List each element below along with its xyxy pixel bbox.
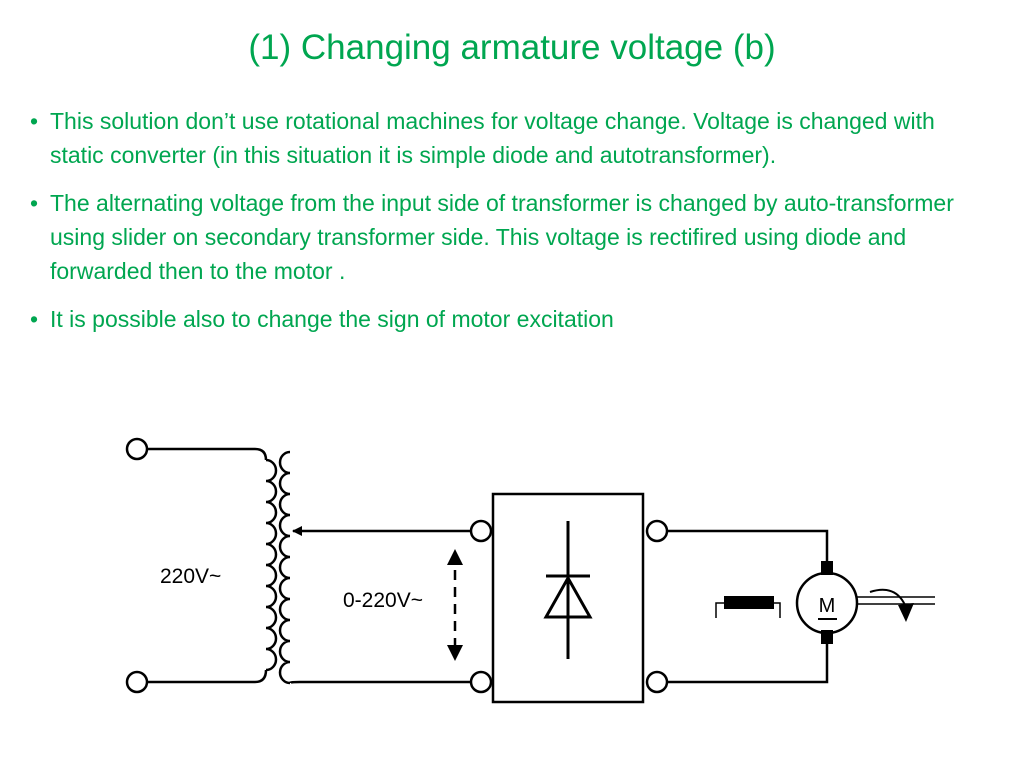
excitation-winding-icon (715, 596, 781, 618)
autotransformer-coil-icon (265, 458, 278, 672)
input-voltage-label: 220V~ (160, 565, 221, 588)
converter-terminal-icon (469, 519, 493, 543)
bullet-marker: • (30, 190, 39, 216)
input-terminal-icon (125, 670, 149, 694)
bullet-text: This solution don’t use rotational machi… (50, 108, 935, 168)
brush-top (821, 561, 833, 575)
converter-terminal-icon (645, 519, 669, 543)
bullet-marker: • (30, 306, 39, 332)
autotransformer-coil-icon (278, 450, 291, 685)
primary-lead-bottom (147, 669, 268, 684)
bullet-item: • This solution don’t use rotational mac… (30, 104, 990, 172)
arrowhead-down-icon (447, 645, 463, 661)
rotation-arrow-icon (869, 588, 906, 606)
rotation-arrowhead-icon (898, 603, 914, 622)
input-terminal-icon (125, 437, 149, 461)
motor-icon (795, 571, 859, 635)
converter-terminal-icon (645, 670, 669, 694)
bullet-list: • This solution don’t use rotational mac… (30, 104, 990, 350)
motor-feed-wire (667, 529, 829, 562)
converter-terminal-icon (469, 670, 493, 694)
bullet-item: • The alternating voltage from the input… (30, 186, 990, 288)
motor-label: M (819, 595, 836, 617)
bullet-marker: • (30, 108, 39, 134)
diode-icon (543, 521, 593, 659)
bullet-text: The alternating voltage from the input s… (50, 190, 954, 284)
primary-lead-top (147, 447, 268, 461)
secondary-lead-bottom (288, 680, 471, 684)
bullet-text: It is possible also to change the sign o… (50, 306, 614, 332)
motor-return-wire (667, 641, 829, 684)
arrowhead-up-icon (447, 549, 463, 565)
bullet-item: • It is possible also to change the sign… (30, 302, 990, 336)
converter-box (491, 492, 645, 704)
slide-title: (1) Changing armature voltage (b) (248, 28, 776, 67)
output-voltage-label: 0-220V~ (343, 589, 423, 612)
